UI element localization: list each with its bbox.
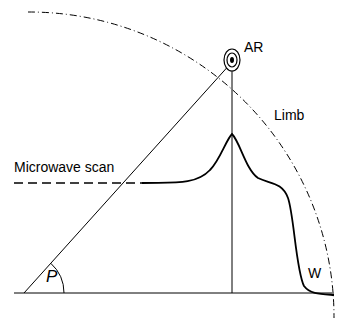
active-region-label: AR — [244, 40, 263, 55]
limb-label: Limb — [274, 108, 304, 123]
scan-label: Microwave scan — [14, 160, 114, 175]
vertical-line — [232, 62, 233, 293]
w-label: W — [308, 266, 321, 281]
active-region-symbol — [224, 49, 240, 71]
microwave-scan-curve — [142, 134, 334, 295]
base-line — [14, 293, 334, 294]
scan-extension — [14, 182, 142, 184]
angle-label: P — [46, 268, 57, 287]
